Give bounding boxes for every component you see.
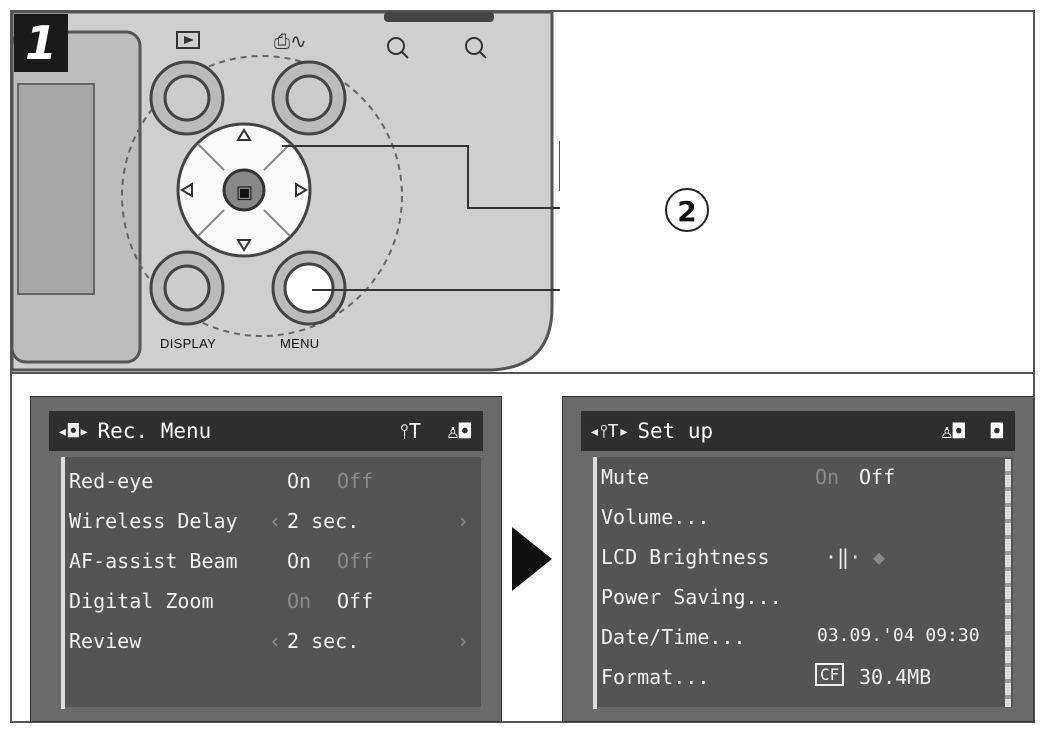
setup-scrollbar[interactable] [1005, 459, 1011, 707]
red-eye-value: On [287, 469, 312, 493]
setup-menu-titlebar: ◂⫯T▸ Set up ♙◘ ◘ [581, 411, 1015, 451]
wireless-delay-left-arrow-icon[interactable]: ‹ [269, 509, 282, 533]
display-button-label: DISPLAY [160, 336, 217, 351]
review-right-arrow-icon[interactable]: › [457, 629, 470, 653]
my-camera-tab-icon[interactable]: ♙◘ [940, 419, 965, 443]
menu-item-date-time[interactable]: Date/Time... [601, 625, 746, 649]
menu-item-af-assist-beam[interactable]: AF-assist Beam [69, 549, 238, 573]
wireless-delay-value: 2 sec. [287, 509, 360, 533]
my-camera-tab-icon[interactable]: ♙◘ [446, 419, 471, 443]
setup-menu-list: Mute On Off Volume... LCD Brightness ·‖·… [597, 457, 1013, 707]
af-assist-value: On [287, 549, 312, 573]
illustration-frame [10, 10, 1035, 723]
review-value: 2 sec. [287, 629, 360, 653]
menu-item-format[interactable]: Format... [601, 665, 710, 689]
svg-text:▣: ▣ [236, 182, 253, 203]
date-time-value: 03.09.'04 09:30 [817, 625, 980, 646]
red-eye-alt-value: Off [337, 469, 374, 493]
mute-alt-value: On [815, 465, 840, 489]
section-divider [10, 372, 1035, 374]
menu-item-digital-zoom[interactable]: Digital Zoom [69, 589, 214, 613]
menu-button-label: MENU [280, 336, 320, 351]
callout-2: 2 [665, 188, 709, 232]
rec-menu-titlebar: ◂◘▸ Rec. Menu ⫯T ♙◘ [49, 411, 483, 451]
rec-menu-left-bar [61, 457, 65, 709]
rec-menu-title: Rec. Menu [97, 419, 212, 443]
af-assist-alt-value: Off [337, 549, 374, 573]
camera-tab-icon[interactable]: ◘ [990, 419, 1003, 443]
menu-item-review[interactable]: Review [69, 629, 142, 653]
step-number: 1 [14, 14, 68, 72]
next-arrow-icon [512, 527, 552, 591]
lcd-brightness-marker-icon: ◆ [873, 545, 886, 569]
setup-menu-title: Set up [637, 419, 714, 443]
menu-item-red-eye[interactable]: Red-eye [69, 469, 154, 493]
rec-menu-screen: ◂◘▸ Rec. Menu ⫯T ♙◘ Red-eye On Off Wirel… [30, 396, 502, 722]
wireless-delay-right-arrow-icon[interactable]: › [457, 509, 470, 533]
menu-item-mute[interactable]: Mute [601, 465, 650, 489]
lcd-brightness-slider-icon[interactable]: ·‖· [825, 545, 862, 569]
format-value: 30.4MB [859, 665, 932, 689]
rec-menu-list: Red-eye On Off Wireless Delay ‹ 2 sec. ›… [65, 457, 481, 707]
setup-tab-active-icon[interactable]: ◂⫯T▸ [589, 420, 630, 442]
setup-tab-icon[interactable]: ⫯T [400, 419, 421, 443]
camera-back-illustration: ⎙∿ ▣ [12, 12, 560, 372]
mute-value: Off [859, 465, 896, 489]
camera-tab-icon[interactable]: ◂◘▸ [57, 420, 90, 442]
menu-item-volume[interactable]: Volume... [601, 505, 710, 529]
menu-item-power-saving[interactable]: Power Saving... [601, 585, 782, 609]
menu-item-wireless-delay[interactable]: Wireless Delay [69, 509, 238, 533]
svg-text:⎙∿: ⎙∿ [274, 29, 307, 53]
review-left-arrow-icon[interactable]: ‹ [269, 629, 282, 653]
setup-menu-left-bar [593, 457, 597, 709]
cf-card-icon: CF [815, 663, 845, 686]
setup-menu-screen: ◂⫯T▸ Set up ♙◘ ◘ Mute On Off Volume... L… [562, 396, 1034, 722]
digital-zoom-alt-value: On [287, 589, 312, 613]
digital-zoom-value: Off [337, 589, 374, 613]
menu-item-lcd-brightness[interactable]: LCD Brightness [601, 545, 770, 569]
